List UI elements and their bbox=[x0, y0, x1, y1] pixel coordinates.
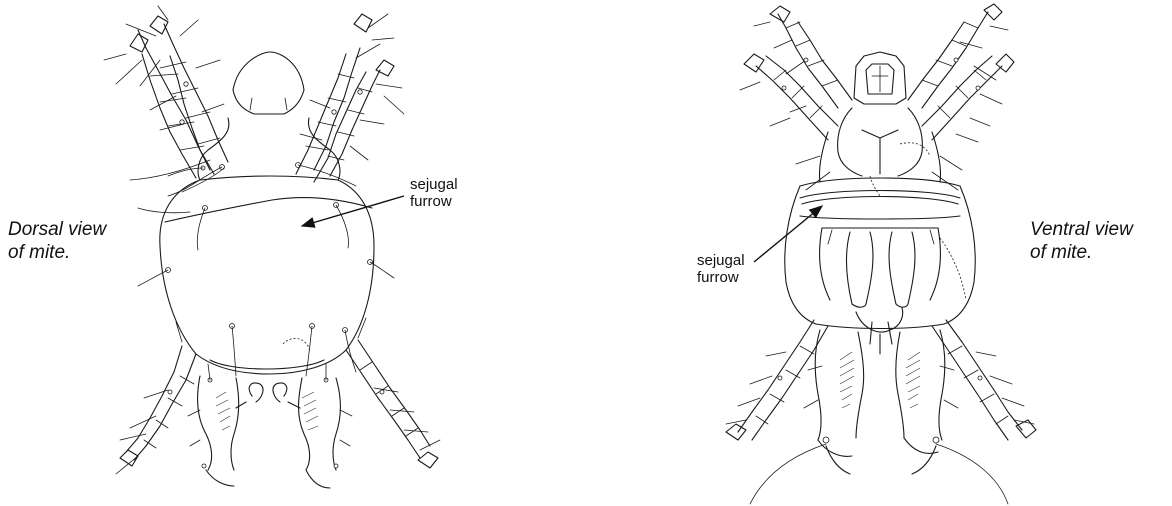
dorsal-mite bbox=[104, 6, 440, 488]
ventral-mite bbox=[726, 4, 1036, 504]
